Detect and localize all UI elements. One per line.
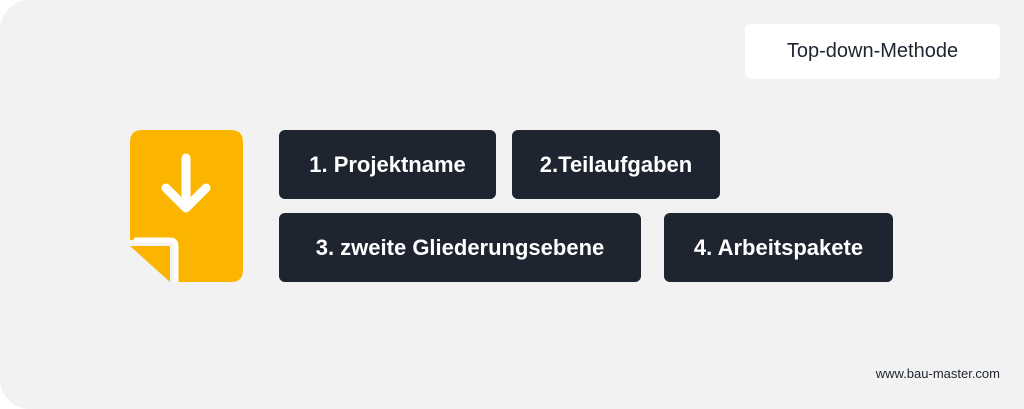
step-projektname: 1. Projektname bbox=[279, 130, 496, 199]
step-arbeitspakete: 4. Arbeitspakete bbox=[664, 213, 893, 282]
method-label: Top-down-Methode bbox=[745, 24, 1000, 79]
step-teilaufgaben: 2.Teilaufgaben bbox=[512, 130, 720, 199]
website-footer: www.bau-master.com bbox=[875, 366, 1000, 381]
step-zweite-gliederungsebene: 3. zweite Gliederungsebene bbox=[279, 213, 641, 282]
document-arrow-down-icon bbox=[130, 130, 243, 282]
